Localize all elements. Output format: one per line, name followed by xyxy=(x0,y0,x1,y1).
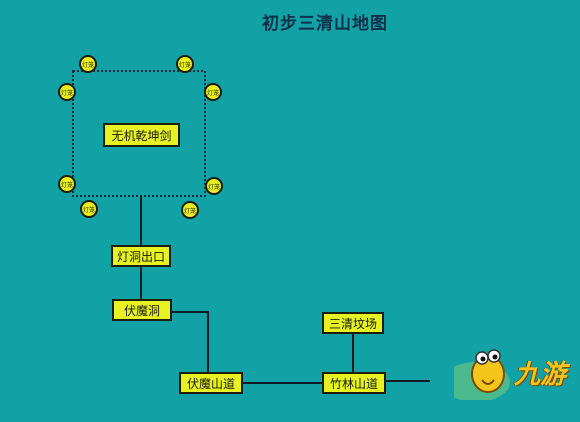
lamp-marker[interactable]: 灯笼 xyxy=(181,201,199,219)
lamp-marker[interactable]: 灯笼 xyxy=(176,55,194,73)
lamp-marker[interactable]: 灯笼 xyxy=(58,175,76,193)
lamp-marker[interactable]: 灯笼 xyxy=(79,55,97,73)
logo-text: 九游 xyxy=(513,359,566,390)
node-sanqing-square[interactable]: 三清坟场 xyxy=(322,312,384,334)
node-fumo-path[interactable]: 伏魔山道 xyxy=(179,372,243,394)
dotted-area-border xyxy=(72,70,206,197)
node-fumo-cave[interactable]: 伏魔洞 xyxy=(112,299,172,321)
map-title: 初步三清山地图 xyxy=(262,14,388,34)
lamp-marker[interactable]: 灯笼 xyxy=(80,200,98,218)
node-wuji[interactable]: 无机乾坤剑 xyxy=(103,123,180,147)
watermark-logo: 九游 xyxy=(453,344,566,400)
path-cave-to-mountain xyxy=(172,311,209,383)
node-lamp-cave-exit[interactable]: 灯洞出口 xyxy=(111,245,171,267)
mascot-icon xyxy=(453,349,510,400)
lamp-marker[interactable]: 灯笼 xyxy=(204,83,222,101)
node-zhulin-path[interactable]: 竹林山道 xyxy=(322,372,386,394)
lamp-marker[interactable]: 灯笼 xyxy=(58,83,76,101)
lamp-marker[interactable]: 灯笼 xyxy=(205,177,223,195)
